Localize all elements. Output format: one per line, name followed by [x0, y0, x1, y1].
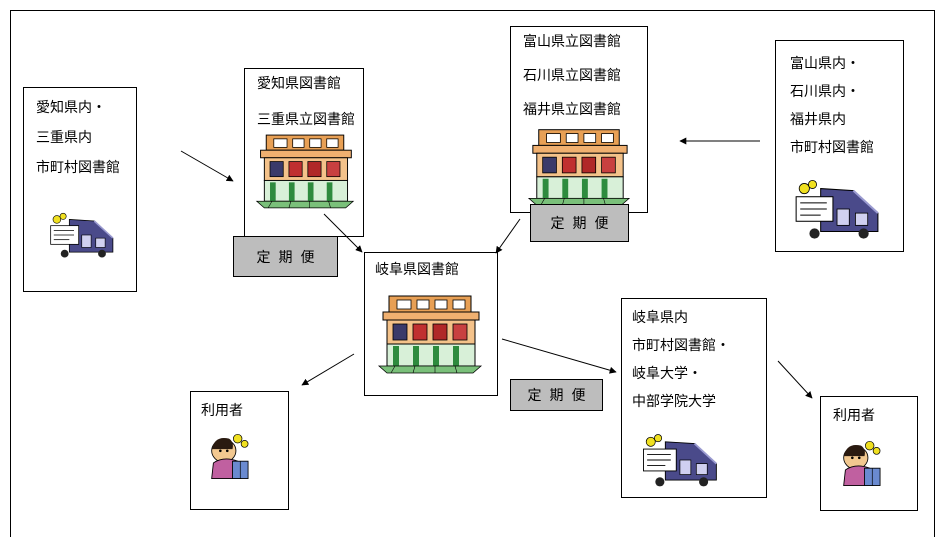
- aichi-mie-municipal-libraries-box: 愛知県内・ 三重県内 市町村図書館: [23, 87, 137, 292]
- box-line: 岐阜大学・: [632, 366, 702, 382]
- diagram-frame: [10, 10, 935, 537]
- aichi-mie-prefectural-libraries-box: 愛知県図書館 三重県立図書館: [244, 68, 364, 237]
- box-line: 岐阜県内: [632, 310, 688, 326]
- box-line: 石川県立図書館: [523, 68, 621, 84]
- box-line: 富山県内・: [790, 56, 860, 72]
- gifu-municipal-university-libraries-box: 岐阜県内 市町村図書館・ 岐阜大学・ 中部学院大学: [621, 298, 767, 498]
- box-line: 愛知県図書館: [257, 76, 341, 92]
- user-box: 利用者: [820, 396, 918, 511]
- gifu-prefectural-library-box: 岐阜県図書館: [364, 252, 498, 396]
- box-line: 中部学院大学: [632, 394, 716, 410]
- arrow: [495, 218, 521, 254]
- regular-delivery-tag: 定期便: [530, 204, 629, 242]
- box-line: 富山県立図書館: [523, 34, 621, 50]
- hokuriku-municipal-libraries-box: 富山県内・ 石川県内・ 福井県内 市町村図書館: [775, 40, 904, 252]
- regular-delivery-tag: 定期便: [510, 379, 603, 411]
- box-line: 石川県内・: [790, 84, 860, 100]
- box-line: 利用者: [833, 408, 875, 424]
- arrow: [323, 213, 363, 253]
- user-box: 利用者: [190, 391, 289, 510]
- box-line: 愛知県内・: [36, 100, 106, 116]
- box-line: 三重県内: [36, 130, 92, 146]
- box-line: 福井県内: [790, 112, 846, 128]
- regular-delivery-tag: 定期便: [233, 236, 338, 277]
- box-line: 岐阜県図書館: [375, 262, 459, 278]
- arrow: [777, 360, 813, 399]
- arrow: [180, 150, 234, 182]
- box-line: 福井県立図書館: [523, 102, 621, 118]
- hokuriku-prefectural-libraries-box: 富山県立図書館 石川県立図書館 福井県立図書館: [510, 26, 648, 213]
- box-line: 市町村図書館: [36, 160, 120, 176]
- box-line: 利用者: [201, 403, 243, 419]
- box-line: 三重県立図書館: [257, 112, 355, 128]
- arrow: [501, 338, 617, 374]
- box-line: 市町村図書館・: [632, 338, 730, 354]
- box-line: 市町村図書館: [790, 140, 874, 156]
- arrow: [301, 353, 355, 386]
